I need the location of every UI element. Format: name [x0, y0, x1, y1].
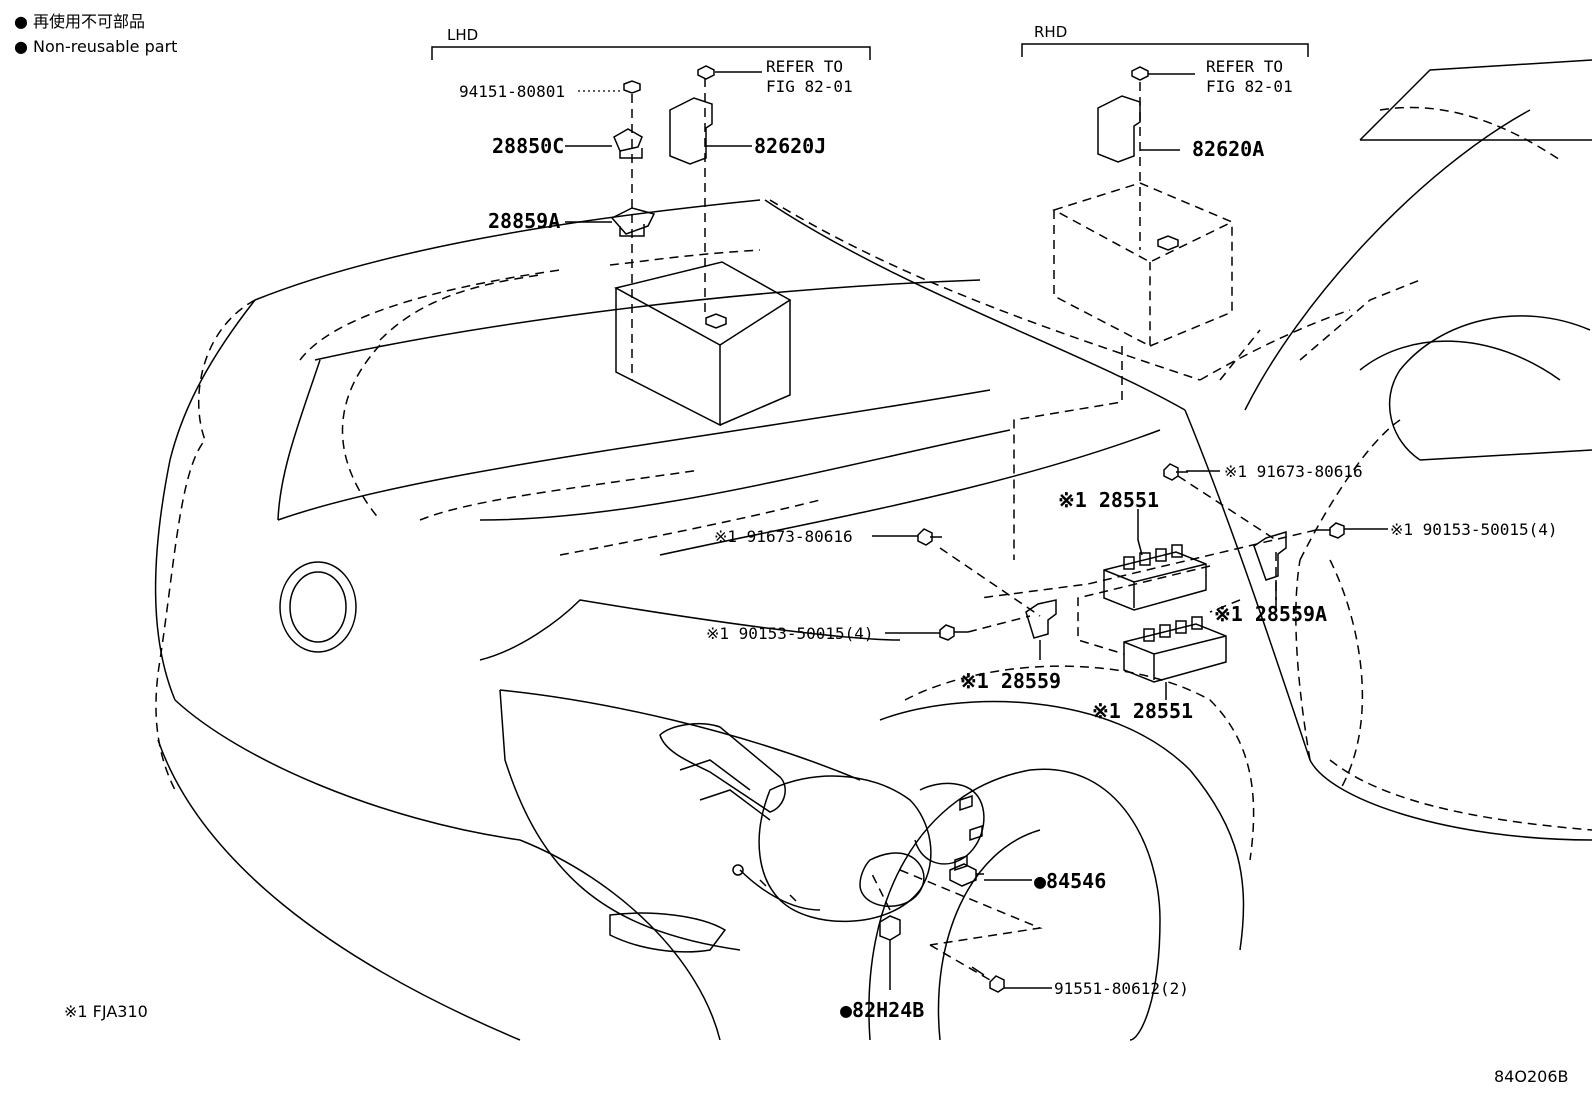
- bolt-icon: [1163, 463, 1188, 481]
- label-84546: ●84546: [1034, 869, 1106, 893]
- terminal-clamp-icon: [613, 128, 643, 159]
- part-labels: 94151-80801 28850C 82620J 28859A REFER T…: [459, 57, 1558, 1022]
- screw-icon: [939, 624, 968, 641]
- label-28850c: 28850C: [492, 134, 564, 158]
- label-82620a: 82620A: [1192, 137, 1264, 161]
- footnote: ※1 FJA310: [64, 1002, 148, 1021]
- vehicle-outline: [154, 59, 1592, 1041]
- rhd-parts: [1013, 66, 1234, 560]
- battery-rhd: [1052, 182, 1234, 348]
- leader-lines: [565, 71, 1388, 990]
- label-90153-50015-left: ※1 90153-50015(4): [706, 624, 874, 643]
- screw-icon: [1316, 522, 1345, 539]
- terminal-cover-icon: [1097, 95, 1141, 163]
- lhd-parts: [609, 65, 792, 427]
- label-82h24b: ●82H24B: [840, 998, 924, 1022]
- rhd-label: RHD: [1034, 23, 1067, 41]
- legend-line-non-reusable: ● Non-reusable part: [14, 37, 177, 56]
- terminal-cover-icon: [669, 97, 713, 165]
- bracket-right: [1253, 530, 1287, 581]
- label-28559a: ※1 28559A: [1214, 602, 1327, 626]
- figure-code: 84O206B: [1494, 1067, 1568, 1086]
- rhd-group: RHD: [1021, 23, 1309, 57]
- transfer-case: [659, 722, 985, 923]
- rhd-refer-line2: FIG 82-01: [1206, 77, 1293, 96]
- label-91673-80616-left: ※1 91673-80616: [714, 527, 853, 546]
- label-91673-80616-right: ※1 91673-80616: [1224, 462, 1363, 481]
- ecu-module-lower: [1123, 623, 1227, 683]
- bolt-icon: [917, 528, 942, 546]
- label-82620j: 82620J: [754, 134, 826, 158]
- lhd-refer-line1: REFER TO: [766, 57, 843, 76]
- ecu-module-upper: [1103, 551, 1207, 611]
- nut-icon: [1131, 66, 1149, 81]
- bracket-left: [1025, 599, 1057, 639]
- label-28859a: 28859A: [488, 209, 560, 233]
- label-28559: ※1 28559: [960, 669, 1061, 693]
- label-91551-80612: 91551-80612(2): [1054, 979, 1189, 998]
- lhd-bracket: [431, 46, 871, 60]
- legend-line-japanese: ● 再使用不可部品: [14, 12, 145, 31]
- label-28551-lower: ※1 28551: [1092, 699, 1193, 723]
- label-94151-80801: 94151-80801: [459, 82, 565, 101]
- nut-icon: [697, 65, 715, 80]
- lhd-group: LHD: [431, 26, 871, 60]
- label-28551-upper: ※1 28551: [1058, 488, 1159, 512]
- lhd-refer-line2: FIG 82-01: [766, 77, 853, 96]
- battery-lhd: [613, 261, 792, 427]
- rhd-bracket: [1021, 43, 1309, 57]
- sensor-82h24b-icon: [879, 915, 901, 950]
- sensor-84546-icon: [949, 863, 984, 887]
- rhd-refer-line1: REFER TO: [1206, 57, 1283, 76]
- label-90153-50015-right: ※1 90153-50015(4): [1390, 520, 1558, 539]
- battery-terminal-icon: [610, 207, 656, 237]
- nut-icon: [623, 80, 641, 94]
- ecu-assembly: [917, 463, 1345, 683]
- lhd-label: LHD: [447, 26, 478, 44]
